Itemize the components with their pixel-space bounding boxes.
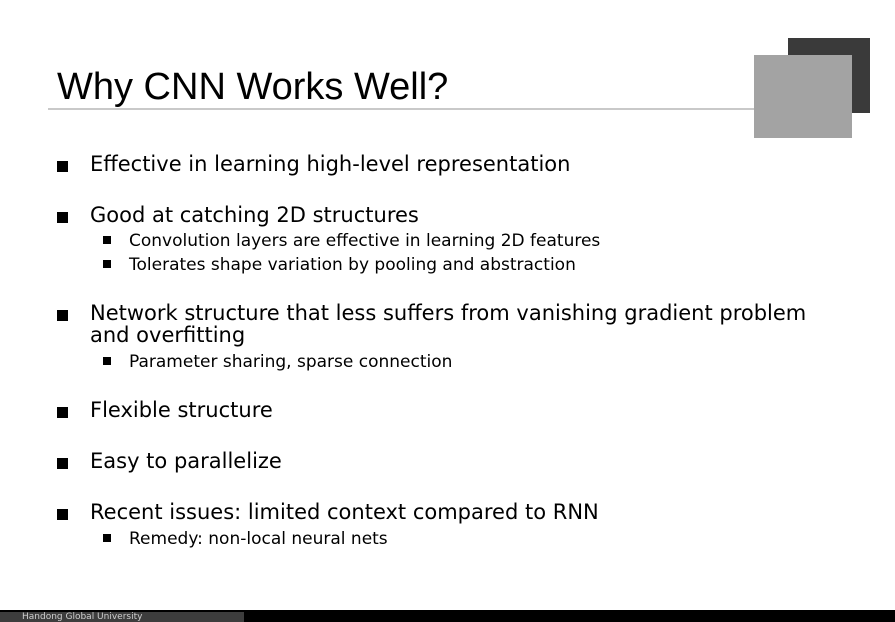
bullet-square-icon bbox=[57, 458, 68, 469]
bullet-list: Effective in learning high-level represe… bbox=[57, 152, 807, 549]
sub-bullet-text: Convolution layers are effective in lear… bbox=[129, 231, 601, 251]
decorative-light-square bbox=[754, 55, 852, 138]
bullet-square-icon bbox=[57, 407, 68, 418]
bullet-square-icon bbox=[57, 509, 68, 520]
bullet-square-icon bbox=[57, 310, 68, 321]
bullet-text: Network structure that less suffers from… bbox=[90, 301, 807, 347]
bullet-square-icon bbox=[57, 212, 68, 223]
sub-bullet-square-icon bbox=[103, 534, 111, 542]
footer-tab: Handong Global University bbox=[0, 612, 244, 622]
bullet-text: Effective in learning high-level represe… bbox=[90, 152, 571, 176]
bullet-text: Easy to parallelize bbox=[90, 449, 282, 473]
footer-label: Handong Global University bbox=[22, 612, 143, 622]
title-underline bbox=[48, 108, 754, 110]
sub-bullet-text: Remedy: non-local neural nets bbox=[129, 529, 388, 549]
sub-bullet-square-icon bbox=[103, 357, 111, 365]
sub-bullet-text: Parameter sharing, sparse connection bbox=[129, 352, 453, 372]
sub-bullet-square-icon bbox=[103, 260, 111, 268]
sub-bullet-square-icon bbox=[103, 236, 111, 244]
bullet-text: Good at catching 2D structures bbox=[90, 203, 419, 227]
bullet-square-icon bbox=[57, 161, 68, 172]
bullet-text: Flexible structure bbox=[90, 398, 273, 422]
sub-bullet-text: Tolerates shape variation by pooling and… bbox=[129, 255, 576, 275]
bullet-text: Recent issues: limited context compared … bbox=[90, 500, 599, 524]
slide-title: Why CNN Works Well? bbox=[57, 66, 449, 108]
